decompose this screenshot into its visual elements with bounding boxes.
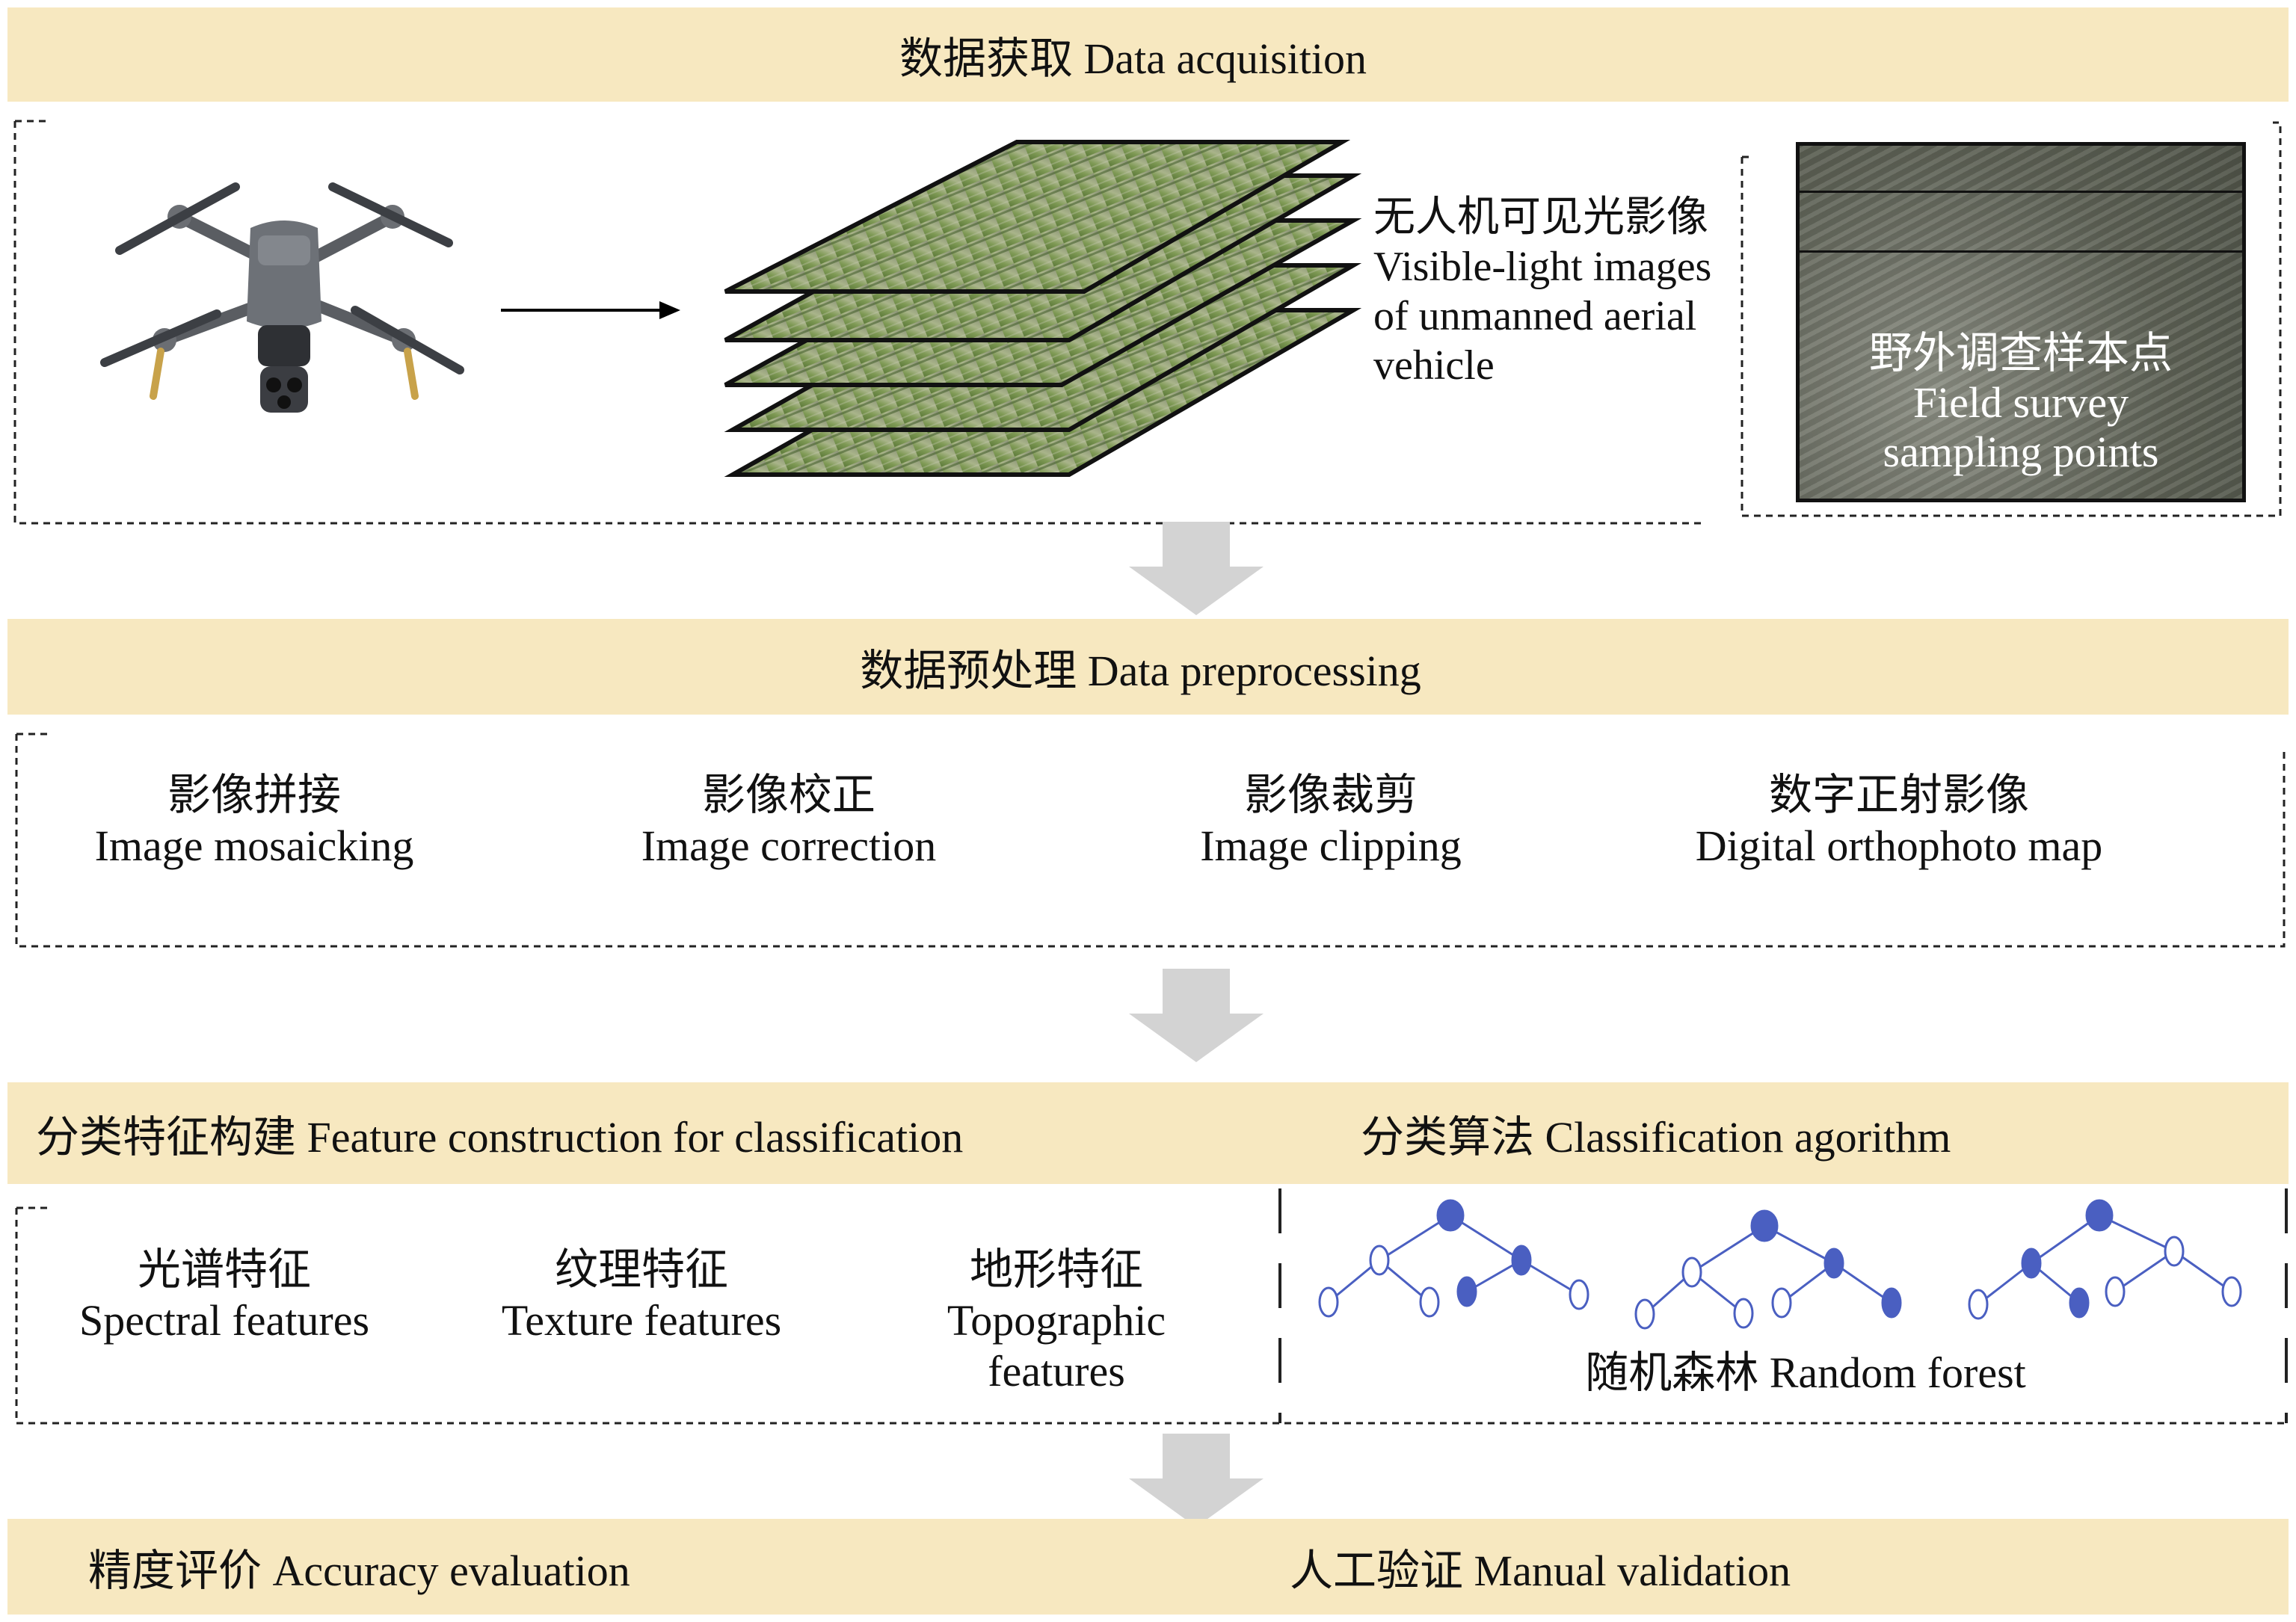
feature-zh: 地形特征	[969, 1245, 1143, 1294]
step-en: Image mosaicking	[94, 821, 414, 870]
feature-topographic: 地形特征 Topographic features	[832, 1245, 1281, 1397]
step-zh: 影像校正	[701, 771, 875, 819]
tree-node	[1369, 1245, 1390, 1276]
uav-caption-en-2: of unmanned aerial	[1373, 293, 1697, 339]
preprocessing-step-correction: 影像校正 Image correction	[564, 770, 1013, 872]
acquisition-title: 数据获取 Data acquisition	[899, 34, 1367, 83]
features-dashed-frame	[15, 1188, 2288, 1425]
tree-node	[1733, 1298, 1754, 1329]
evaluation-title: 精度评价 Accuracy evaluation	[88, 1547, 630, 1595]
features-title: 分类特征构建 Feature construction for classifi…	[36, 1113, 964, 1162]
tree-node	[1419, 1286, 1440, 1318]
step-en: Image correction	[641, 821, 937, 870]
tree-node	[2085, 1199, 2114, 1232]
uav-caption-en-1: Visible-light images	[1373, 244, 1712, 290]
tree-node	[1569, 1279, 1589, 1310]
validation-title: 人工验证 Manual validation	[1290, 1547, 1791, 1595]
down-arrow-1	[1129, 522, 1264, 615]
uav-image-stack	[724, 140, 1362, 477]
tree-node	[2105, 1276, 2126, 1307]
tree-node	[1881, 1287, 1902, 1319]
tree-node	[1318, 1286, 1339, 1318]
field-caption-en-2: sampling points	[1883, 428, 2159, 476]
random-forest-trees	[1318, 1199, 2242, 1330]
algorithm-title: 分类算法 Classification agorithm	[1361, 1113, 1951, 1162]
drone-to-images-arrow	[501, 301, 680, 319]
step-en: Digital orthophoto map	[1695, 821, 2103, 870]
tree-node	[1456, 1276, 1477, 1307]
tree-node	[1968, 1289, 1989, 1320]
preprocessing-band: 数据预处理 Data preprocessing	[7, 619, 2289, 715]
evaluation-band: 精度评价 Accuracy evaluation 人工验证 Manual val…	[7, 1519, 2289, 1615]
feature-zh: 光谱特征	[137, 1245, 311, 1294]
feature-texture: 纹理特征 Texture features	[417, 1245, 866, 1346]
random-forest-label: 随机森林 Random forest	[1585, 1348, 2026, 1397]
preprocessing-title: 数据预处理 Data preprocessing	[860, 647, 1421, 695]
feature-en: Spectral features	[79, 1296, 370, 1345]
step-zh: 影像拼接	[167, 771, 341, 819]
field-caption-en-1: Field survey	[1912, 378, 2129, 427]
features-band: 分类特征构建 Feature construction for classifi…	[7, 1082, 2289, 1184]
tree-node	[1634, 1298, 1655, 1330]
uav-caption-en-3: vehicle	[1373, 342, 1495, 389]
feature-spectral: 光谱特征 Spectral features	[0, 1245, 449, 1346]
field-caption: 野外调查样本点 Field survey sampling points	[1800, 329, 2242, 477]
tree-node	[1823, 1248, 1844, 1279]
step-en: Image clipping	[1200, 821, 1462, 870]
down-arrow-3	[1129, 1434, 1264, 1527]
tree-node	[2021, 1248, 2042, 1279]
feature-en: Texture features	[501, 1296, 782, 1345]
down-arrow-2	[1129, 969, 1264, 1062]
tree-node	[2069, 1287, 2090, 1319]
tree-node	[1771, 1287, 1792, 1319]
step-zh: 影像裁剪	[1243, 771, 1418, 819]
preprocessing-step-clipping: 影像裁剪 Image clipping	[1107, 770, 1555, 872]
acquisition-band: 数据获取 Data acquisition	[7, 7, 2289, 102]
step-zh: 数字正射影像	[1768, 771, 2029, 819]
tree-node	[1750, 1209, 1779, 1242]
preprocessing-dashed-frame	[15, 733, 2286, 948]
uav-caption-zh: 无人机可见光影像	[1373, 194, 1708, 241]
acquisition-dashed-frame	[13, 120, 2282, 525]
uav-caption: 无人机可见光影像 Visible-light images of unmanne…	[1373, 193, 1711, 390]
tree-node	[1681, 1256, 1702, 1288]
feature-zh: 纹理特征	[554, 1245, 728, 1294]
preprocessing-step-mosaicking: 影像拼接 Image mosaicking	[30, 770, 478, 872]
tree-node	[1511, 1245, 1532, 1276]
feature-en: Topographic	[947, 1296, 1166, 1345]
field-survey-photo: 野外调查样本点 Field survey sampling points	[1796, 142, 2246, 502]
drone-image	[100, 182, 464, 413]
field-caption-zh: 野外调查样本点	[1868, 329, 2173, 377]
tree-node	[2221, 1276, 2242, 1307]
tree-node	[2164, 1236, 2185, 1267]
tree-node	[1436, 1199, 1465, 1232]
preprocessing-step-orthophoto: 数字正射影像 Digital orthophoto map	[1637, 770, 2161, 872]
feature-en-2: features	[988, 1347, 1125, 1396]
